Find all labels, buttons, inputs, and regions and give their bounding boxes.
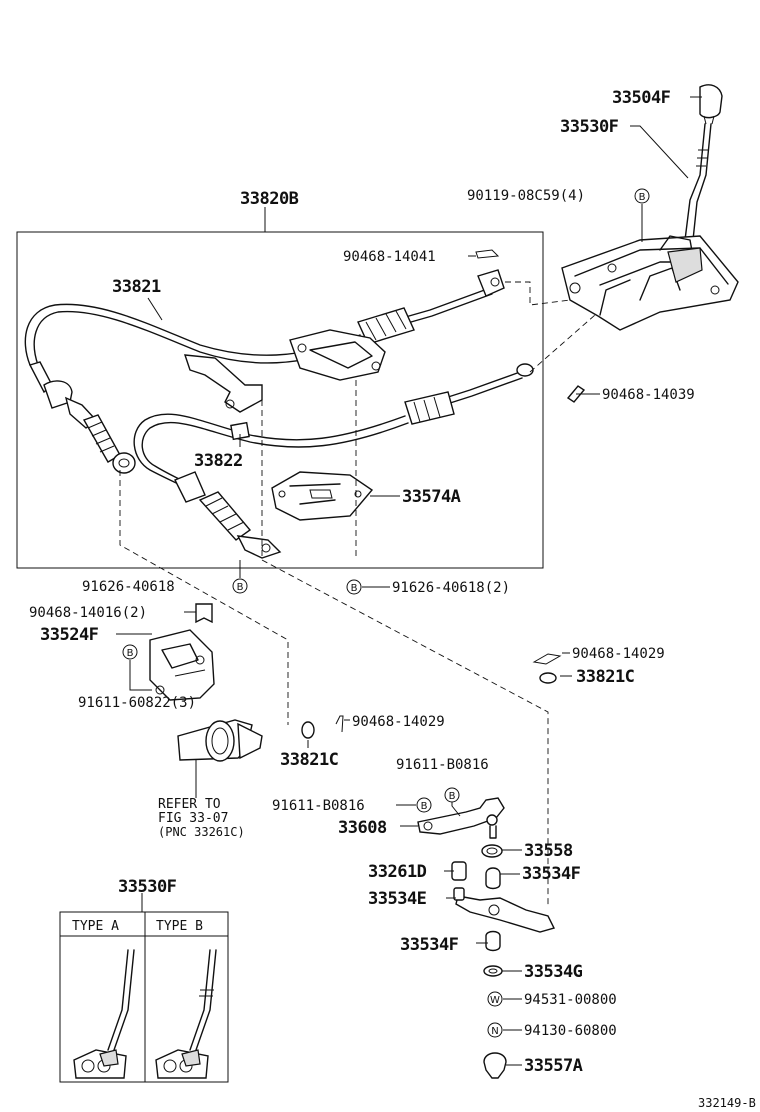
callout-b-91611-60822: B [122,644,138,660]
label-33534G: 33534G [524,962,583,982]
svg-text:B: B [449,791,456,802]
label-91626-40618-b: 91626-40618(2) [392,580,510,596]
label-33261D: 33261D [368,862,427,882]
cable-plate [271,471,374,521]
label-33534E: 33534E [368,889,427,909]
callout-b-91626-a: B [232,578,248,594]
bushing-33534F-lower [485,930,501,952]
label-91611-60822: 91611-60822(3) [78,695,196,711]
shift-lever [684,123,712,241]
bushing-33558 [481,844,503,858]
label-33530F-top: 33530F [560,117,619,137]
label-33534F-bottom: 33534F [400,935,459,955]
callout-n-94130: N [487,1022,503,1038]
cable-bracket-upper [289,329,386,381]
label-33821: 33821 [112,277,161,297]
clip-90468-14016 [195,603,213,624]
inset-panel [59,893,229,1083]
clip-90468-14041 [475,249,500,259]
lever-33608 [417,797,505,839]
label-90468-14029-left: 90468-14029 [352,714,445,730]
label-90468-14039: 90468-14039 [602,387,695,403]
cable-33821 [24,269,505,474]
cable-33822 [133,363,534,559]
washer-33534G [483,965,503,977]
callout-b-91611-b0816-l: B [416,797,432,813]
label-90468-14016: 90468-14016(2) [29,605,147,621]
bushing-33821C-right [539,672,557,684]
bushing-33261D [451,861,467,881]
label-33574A: 33574A [402,487,461,507]
label-33524F: 33524F [40,625,99,645]
clip-90468-14029-right [532,653,562,665]
label-94130-60800: 94130-60800 [524,1023,617,1039]
svg-text:B: B [237,582,244,593]
label-33534F-top: 33534F [522,864,581,884]
label-type-a: TYPE A [72,919,119,934]
svg-text:B: B [351,583,358,594]
bracket-33524F [149,629,215,701]
svg-text:B: B [639,192,646,203]
shift-lever-housing [561,235,739,331]
clip-90468-14029-left [335,715,344,733]
label-refer-2: FIG 33-07 [158,811,228,826]
label-91611-B0816-right: 91611-B0816 [396,757,489,773]
label-90468-14029-right: 90468-14029 [572,646,665,662]
svg-text:N: N [491,1026,498,1037]
cable-assembly-box [16,231,544,569]
label-refer-1: REFER TO [158,797,221,812]
callout-b-90119: B [634,188,650,204]
label-33821C-left: 33821C [280,750,338,770]
label-94531-00800: 94531-00800 [524,992,617,1008]
svg-text:B: B [421,801,428,812]
diagram-reference-code: 332149-B [698,1096,756,1110]
shift-knob [699,84,723,125]
bushing-33534F-upper [485,867,501,890]
callout-w-94531: W [487,991,503,1007]
label-33821C-right: 33821C [576,667,634,687]
cable-bracket-lower [183,354,263,413]
label-refer-3: (PNC 33261C) [158,825,245,839]
label-90119-08C59: 90119-08C59(4) [467,188,585,204]
label-33557A: 33557A [524,1056,583,1076]
label-33822: 33822 [194,451,243,471]
svg-text:B: B [127,648,134,659]
label-91626-40618-a: 91626-40618 [82,579,175,595]
callout-b-91611-b0816-r: B [444,787,460,803]
lever-33534E [453,887,556,933]
label-33820B: 33820B [240,189,299,209]
label-90468-14041: 90468-14041 [343,249,436,265]
leader-lines [116,96,702,1066]
label-33558: 33558 [524,841,573,861]
label-33504F: 33504F [612,88,671,108]
label-33530F-inset: 33530F [118,877,177,897]
transmission-shift-shaft [177,719,263,798]
label-91611-B0816-left: 91611-B0816 [272,798,365,814]
label-33608: 33608 [338,818,387,838]
boot-33557A [483,1052,507,1079]
svg-text:W: W [490,995,500,1006]
bushing-33821C-left [301,721,315,739]
label-type-b: TYPE B [156,919,203,934]
callout-b-91626-b: B [346,579,362,595]
